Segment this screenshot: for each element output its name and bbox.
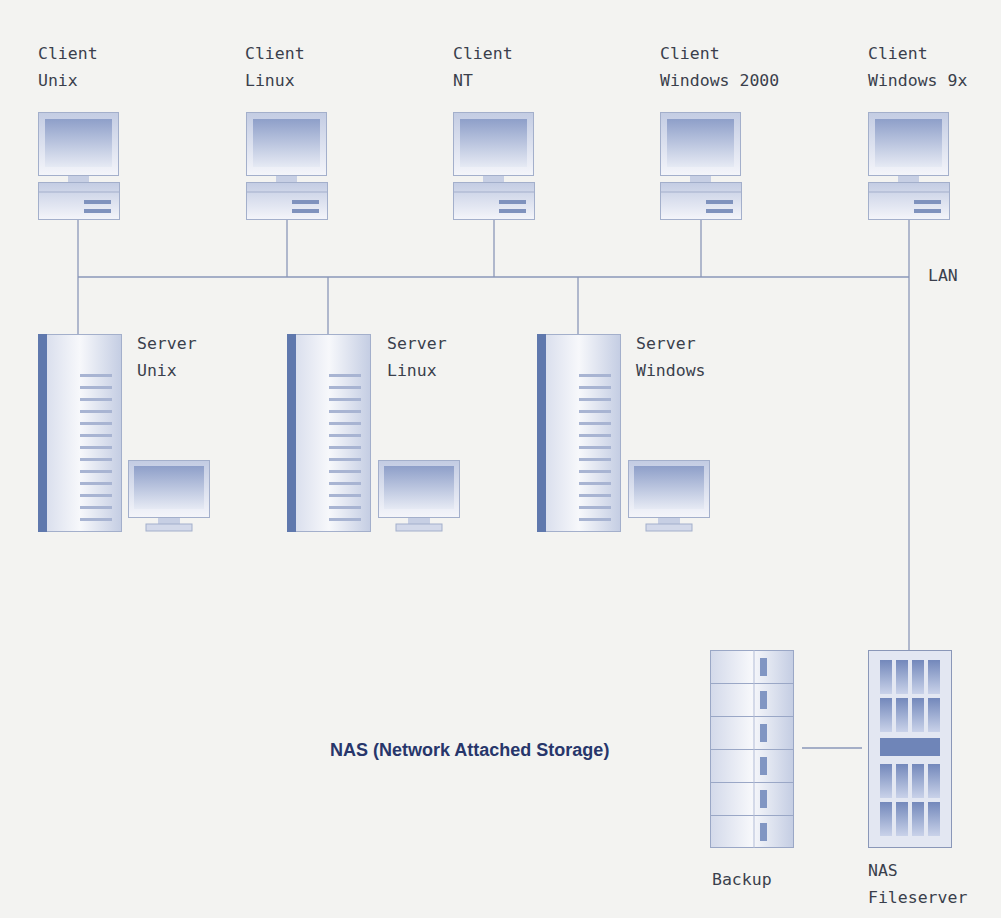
node-label: Server Unix bbox=[137, 330, 212, 384]
server-monitor bbox=[629, 461, 710, 532]
server-tower bbox=[287, 334, 371, 532]
nas-fileserver bbox=[869, 651, 952, 848]
client-node: Client Linux bbox=[237, 40, 337, 225]
backup-unit bbox=[710, 650, 794, 848]
node-label: NAS Fileserver bbox=[868, 857, 972, 911]
client-node: Client Windows 2000 bbox=[652, 40, 792, 225]
storage-icons bbox=[710, 650, 952, 848]
server-tower bbox=[38, 334, 122, 532]
node-label: Server Linux bbox=[387, 330, 462, 384]
client-computer bbox=[453, 113, 535, 220]
client-node: Client NT bbox=[445, 40, 545, 225]
node-label: Server Windows bbox=[636, 330, 711, 384]
node-label: Client Linux bbox=[245, 40, 310, 94]
server-monitor bbox=[129, 461, 210, 532]
client-computer bbox=[246, 113, 328, 220]
node-label: Backup bbox=[712, 866, 777, 893]
client-computer bbox=[868, 113, 950, 220]
client-node: Client Unix bbox=[30, 40, 130, 225]
server-node: Server Unix bbox=[30, 330, 220, 540]
node-label: Client Windows 2000 bbox=[660, 40, 784, 94]
nas-fileserver-node: NAS Fileserver bbox=[862, 644, 976, 914]
client-icons bbox=[38, 113, 950, 220]
node-label: Client Unix bbox=[38, 40, 103, 94]
server-tower bbox=[537, 334, 621, 532]
node-label: Client Windows 9x bbox=[868, 40, 972, 94]
storage-link bbox=[802, 747, 862, 748]
node-label: Client NT bbox=[453, 40, 518, 94]
server-node: Server Windows bbox=[529, 330, 719, 540]
backup-node: Backup bbox=[704, 644, 802, 902]
server-node: Server Linux bbox=[279, 330, 469, 540]
storage-title: NAS (Network Attached Storage) bbox=[330, 738, 609, 762]
client-node: Client Windows 9x bbox=[860, 40, 980, 225]
server-monitor bbox=[379, 461, 460, 532]
client-computer bbox=[38, 113, 120, 220]
network-label: LAN bbox=[928, 262, 958, 289]
client-computer bbox=[660, 113, 742, 220]
lan-wiring bbox=[78, 220, 909, 650]
